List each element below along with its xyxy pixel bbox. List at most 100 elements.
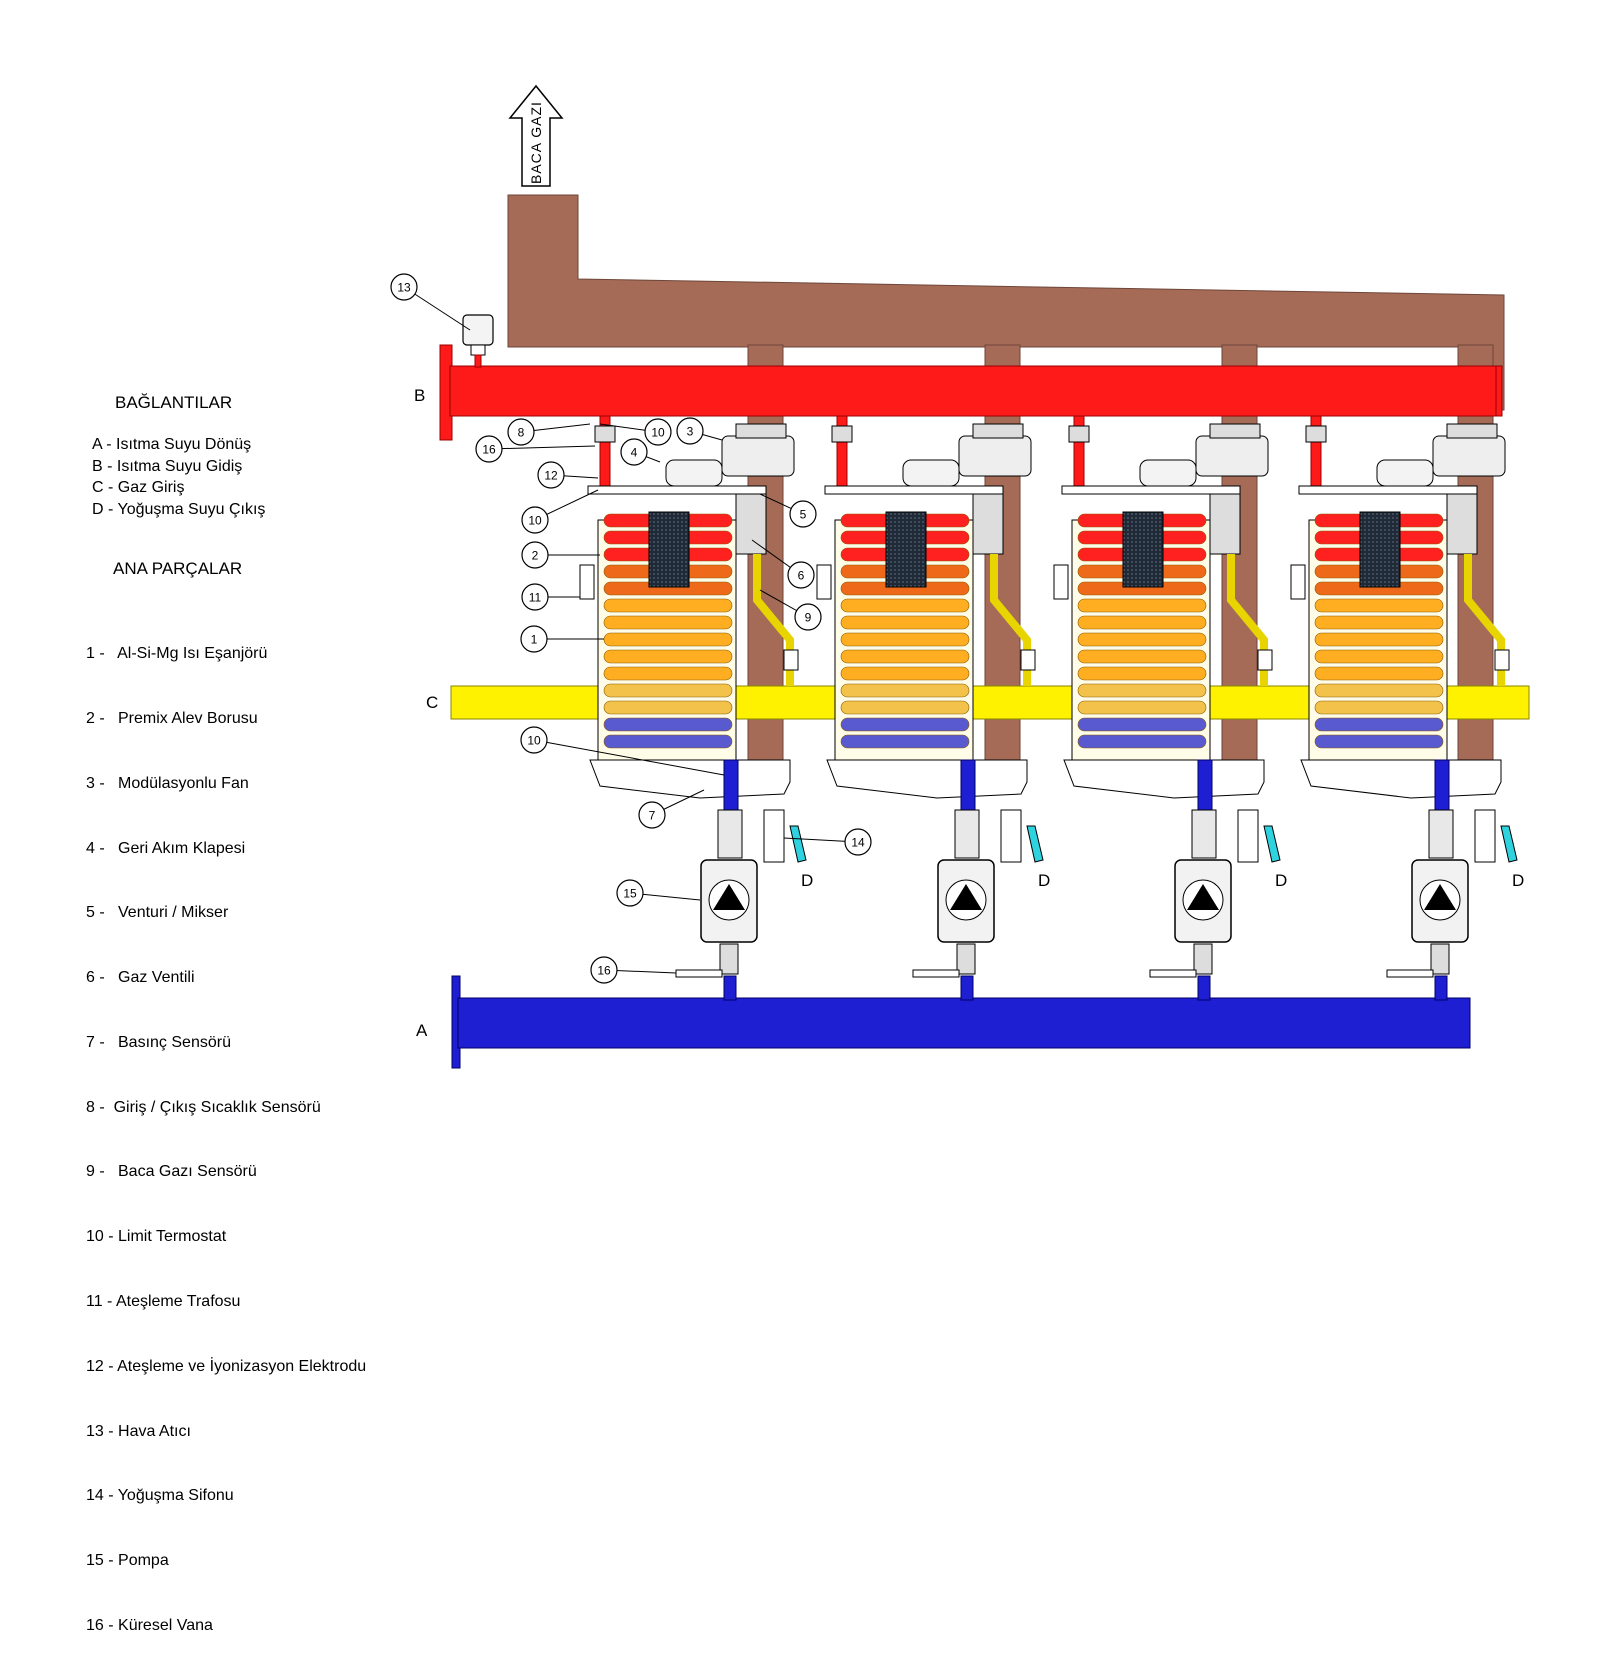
heat-exchanger-coil [1314, 666, 1444, 681]
callout-leader [488, 445, 596, 450]
gas-valve [1209, 493, 1241, 555]
callout-circle [537, 461, 565, 489]
callout-number: 4 [631, 446, 638, 460]
return-pipe-upper [1434, 759, 1450, 811]
callout-circle [475, 435, 503, 463]
heat-exchanger-coil [840, 632, 970, 647]
heat-exchanger-coil [1314, 615, 1444, 630]
ignition-transformer [1053, 564, 1069, 600]
callout-number: 10 [527, 734, 541, 748]
condensate-siphon [763, 809, 785, 863]
ignition-transformer [579, 564, 595, 600]
callout-circle [616, 879, 644, 907]
heat-exchanger-coil [1314, 649, 1444, 664]
part-item: 6 - Gaz Ventili [86, 969, 195, 987]
top-plate [824, 485, 1004, 495]
pipe-label-d: D [1512, 871, 1524, 890]
condensate-tray [589, 759, 791, 799]
heat-exchanger-coil [840, 666, 970, 681]
heat-exchanger-coil [1314, 700, 1444, 715]
heat-exchanger-coil [1077, 683, 1207, 698]
fan-top [735, 423, 787, 439]
valve-handle [1386, 969, 1434, 978]
heat-exchanger-coil [603, 598, 733, 613]
callout-number: 11 [529, 591, 542, 605]
pressure-sensor-fitting [1191, 809, 1217, 859]
part-item: 5 - Venturi / Mikser [86, 904, 229, 922]
return-pipe-lower [960, 975, 974, 1001]
top-plate [587, 485, 767, 495]
heat-exchanger-coil [1314, 598, 1444, 613]
valve-handle [1149, 969, 1197, 978]
heat-exchanger-coil [1077, 717, 1207, 732]
heat-exchanger-coil [603, 649, 733, 664]
heat-exchanger-coil [1077, 734, 1207, 749]
callout-number: 6 [798, 569, 805, 583]
legend-connections-list: A - Isıtma Suyu Dönüş B - Isıtma Suyu Gi… [92, 434, 265, 520]
callout-9: 9 [759, 589, 822, 631]
callout-16: 16 [590, 956, 677, 984]
return-pipe-upper [723, 759, 739, 811]
part-item: 8 - Giriş / Çıkış Sıcaklık Sensörü [86, 1098, 321, 1116]
callout-circle [520, 726, 548, 754]
premix-burner [885, 511, 927, 588]
backflow-damper [665, 459, 723, 487]
part-item: 16 - Küresel Vana [86, 1616, 213, 1634]
gas-valve-ball [1494, 649, 1510, 671]
connection-item: C - Gaz Giriş [92, 479, 185, 497]
boiler-unit: D [816, 415, 1050, 1001]
heat-exchanger-coil [840, 598, 970, 613]
pipe-label-c: C [426, 693, 438, 712]
pump-arrow-icon [950, 884, 982, 910]
legend-parts-title-wrap: ANA PARÇALAR [113, 558, 242, 580]
heat-exchanger-coil [1077, 666, 1207, 681]
return-ball-valve [956, 943, 976, 975]
heat-exchanger-coil [840, 734, 970, 749]
heat-exchanger-coil [1314, 683, 1444, 698]
callout-circle [787, 561, 815, 589]
pipe-label-b: B [414, 386, 425, 405]
connection-item: D - Yoğuşma Suyu Çıkış [92, 500, 266, 518]
modulating-fan [1432, 435, 1506, 477]
return-ball-valve [719, 943, 739, 975]
gas-valve-ball [1257, 649, 1273, 671]
backflow-damper [902, 459, 960, 487]
callout-8: 8 [507, 418, 591, 446]
condensate-tray [1063, 759, 1265, 799]
ignition-transformer [1290, 564, 1306, 600]
premix-burner [1122, 511, 1164, 588]
callout-circle [521, 583, 549, 611]
heat-exchanger-coil [1077, 649, 1207, 664]
heat-exchanger-coil [603, 615, 733, 630]
boiler-unit: D [1053, 415, 1287, 1001]
callout-circle [390, 273, 418, 301]
fan-top [1209, 423, 1261, 439]
part-item: 11 - Ateşleme Trafosu [86, 1293, 241, 1310]
backflow-damper [1139, 459, 1197, 487]
boiler-unit: D [1290, 415, 1524, 1001]
pump-arrow-icon [1187, 884, 1219, 910]
callout-number: 13 [397, 281, 411, 295]
ignition-transformer [816, 564, 832, 600]
callout-6: 6 [751, 539, 815, 589]
callout-circle [644, 418, 672, 446]
premix-burner [648, 511, 690, 588]
gas-valve [972, 493, 1004, 555]
condensate-siphon [1000, 809, 1022, 863]
callout-1: 1 [520, 625, 604, 653]
heat-exchanger-coil [1314, 717, 1444, 732]
return-ball-valve [1430, 943, 1450, 975]
callout-circle [620, 438, 648, 466]
boiler-unit: D [579, 415, 813, 1001]
condensate-siphon [1237, 809, 1259, 863]
heat-exchanger-coil [603, 734, 733, 749]
connection-item: A - Isıtma Suyu Dönüş [92, 436, 252, 453]
heat-exchanger-coil [840, 683, 970, 698]
pump-arrow-icon [1424, 884, 1456, 910]
pipe-label-d: D [1275, 871, 1287, 890]
callout-number: 5 [800, 508, 807, 522]
supply-valve [594, 425, 616, 443]
part-item: 2 - Premix Alev Borusu [86, 709, 258, 727]
heat-exchanger-coil [840, 649, 970, 664]
